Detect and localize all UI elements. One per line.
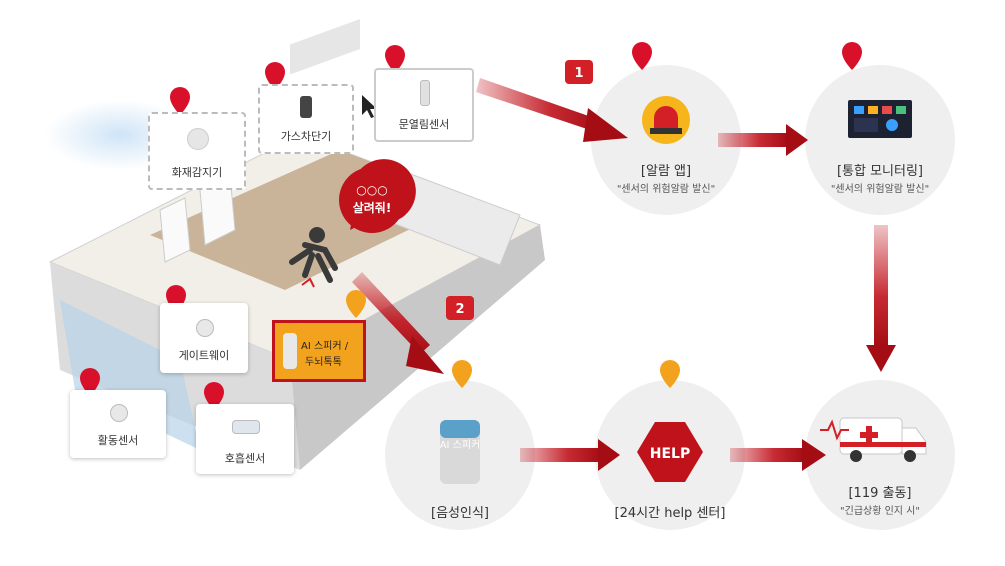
arrow-room-to-voice bbox=[352, 272, 444, 374]
alarm-node-title: [알람 앱] bbox=[640, 164, 692, 179]
gateway-label: 게이트웨이 bbox=[178, 349, 230, 362]
door-sensor-tag: 문열림센서 bbox=[374, 68, 474, 142]
ai-speaker-label-1: AI 스피커 / bbox=[301, 341, 349, 352]
rescue-node-title: [119 출동] bbox=[848, 486, 912, 501]
monitor-node-subtitle: "센서의 위험알람 발신" bbox=[830, 184, 930, 195]
ai-speaker-icon bbox=[440, 420, 480, 484]
activity-sensor-icon bbox=[110, 404, 128, 422]
arrow-help-to-rescue bbox=[730, 439, 826, 471]
ai-speaker-device-label: AI 스피커 bbox=[439, 440, 481, 451]
callout-line2: 살려줘! bbox=[353, 200, 392, 215]
step-badge-1: 1 bbox=[565, 60, 593, 84]
arrow-door-to-alarm bbox=[476, 78, 628, 142]
step-number: 1 bbox=[574, 66, 583, 81]
fire-detector-tag: 화재감지기 bbox=[148, 112, 246, 190]
location-pin-orange-icon bbox=[346, 290, 680, 388]
arrow-voice-to-help bbox=[520, 439, 620, 471]
breath-sensor-icon bbox=[232, 420, 260, 434]
voice-node-title: [음성인식] bbox=[431, 506, 489, 521]
ai-speaker-label-2: 두뇌톡톡 bbox=[305, 357, 342, 368]
help-callout: ○○○ 살려줘! bbox=[339, 159, 416, 233]
alarm-node-subtitle: "센서의 위험알람 발신" bbox=[616, 184, 716, 195]
location-pin-icon bbox=[80, 42, 862, 410]
monitoring-node bbox=[805, 65, 955, 215]
help-hexagon-icon: HELP bbox=[637, 422, 703, 482]
arrow-alarm-to-monitor bbox=[718, 124, 808, 156]
ai-speaker-small-icon bbox=[283, 333, 297, 369]
arrow-monitor-to-rescue bbox=[866, 225, 896, 372]
gas-valve-icon bbox=[300, 96, 312, 118]
breath-sensor-label: 호흡센서 bbox=[224, 452, 266, 465]
help-node-title: [24시간 help 센터] bbox=[614, 506, 726, 521]
activity-sensor-label: 활동센서 bbox=[97, 434, 139, 447]
gas-valve-tag: 가스차단기 bbox=[258, 84, 354, 154]
step-number: 2 bbox=[455, 302, 464, 317]
gas-valve-label: 가스차단기 bbox=[280, 130, 332, 143]
fallen-person-icon bbox=[289, 227, 338, 288]
smoke-detector-icon bbox=[187, 128, 209, 150]
ambulance-icon bbox=[820, 417, 927, 462]
fire-detector-label: 화재감지기 bbox=[171, 166, 223, 179]
activity-sensor-tag: 활동센서 bbox=[70, 390, 166, 458]
rescue-node bbox=[805, 380, 955, 530]
siren-icon bbox=[642, 96, 690, 144]
mouse-cursor-icon bbox=[362, 95, 377, 118]
gateway-tag: 게이트웨이 bbox=[160, 303, 248, 373]
gateway-icon bbox=[196, 319, 214, 337]
callout-line1: ○○○ bbox=[356, 183, 387, 197]
step-badge-2: 2 bbox=[446, 296, 474, 320]
dashboard-icon bbox=[848, 100, 912, 138]
monitor-node-title: [통합 모니터링] bbox=[836, 164, 924, 179]
breath-sensor-tag: 호흡센서 bbox=[196, 404, 294, 474]
ai-speaker-tag: AI 스피커 / 두뇌톡톡 bbox=[272, 320, 366, 382]
help-hex-label: HELP bbox=[650, 446, 690, 462]
door-sensor-label: 문열림센서 bbox=[398, 118, 450, 131]
rescue-node-subtitle: "긴급상황 인지 시" bbox=[840, 506, 920, 517]
door-sensor-icon bbox=[420, 80, 430, 106]
